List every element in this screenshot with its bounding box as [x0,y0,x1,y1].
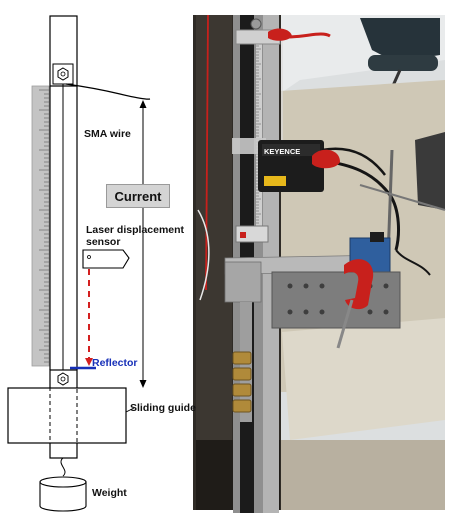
laser-sensor-lens-icon [87,255,91,259]
laser-sensor-label-line1: Laser displacement [86,224,185,236]
current-label: Current [106,184,170,208]
photo-magnet-knob [370,232,384,242]
ruler-ticks [39,89,49,363]
current-lead-wire [65,83,151,100]
photo-sensor-tag [264,176,286,186]
photo-chair-seat [368,55,438,71]
weight-string [60,457,66,477]
top-bolt-center [60,71,66,77]
current-arrow-bottom-icon [139,380,147,388]
photo-sensor-cable-2 [321,147,386,176]
photo-monitor [415,132,445,210]
photo-red-c-clamp [344,259,374,310]
laser-sensor-body [82,249,130,269]
photo-clamp-screw [336,299,354,349]
photo-table-front [282,318,445,440]
experiment-photo: KEYENCE [193,14,446,513]
current-arrow-top-icon [139,100,147,108]
laser-arrow-icon [85,358,93,366]
sma-wire-label: SMA wire [84,128,131,140]
photo-chair-back [360,18,440,62]
photo-floor [280,440,445,510]
top-clamp-block [52,63,74,85]
bottom-bolt-icon [57,372,69,386]
weight-label: Weight [92,487,127,499]
weight-top [39,476,87,488]
laser-sensor-label-line2: sensor [86,236,121,248]
photo-brand-text: KEYENCE [264,147,300,156]
photo-weights [232,351,252,413]
photo-ruler [256,30,262,240]
sliding-guide-label: Sliding guide [130,402,196,414]
schematic-diagram [7,15,151,512]
top-bolt-icon [57,67,69,81]
reflector-label: Reflector [92,357,138,369]
sliding-guide-channel [49,387,78,444]
photo-red-clip-top [268,28,292,41]
photo-profile-block [271,271,401,329]
sliding-guide-leader [125,407,135,413]
photo-top-screw [250,18,262,30]
photo-white-cable [197,209,210,301]
photo-tape [232,138,266,154]
photo-red-wire-vertical [205,14,209,291]
photo-wire-clip [240,232,246,238]
photo-red-clip-sensor [312,149,340,169]
photo-plate-block [224,261,262,303]
photo-cable-end [395,249,431,276]
bottom-bolt-center [60,376,66,382]
sliding-guide [7,387,127,444]
weight-body [39,482,87,512]
photo-stand-arm [359,184,446,211]
photo-sensor-top [262,144,320,156]
